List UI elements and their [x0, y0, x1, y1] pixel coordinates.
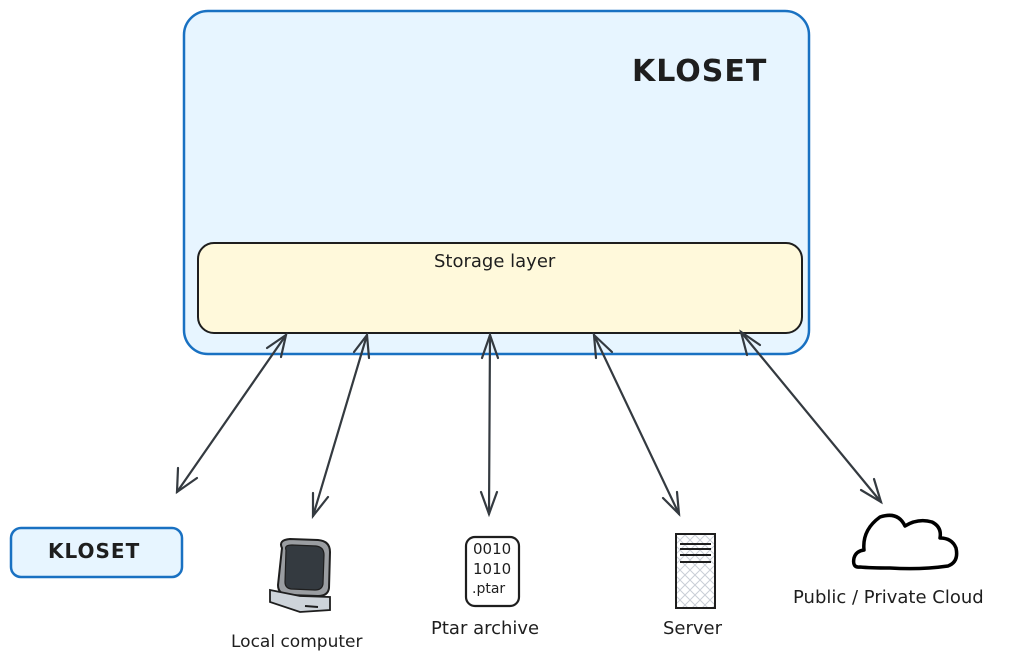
storage-layer-label: Storage layer [434, 251, 556, 272]
ptar-icon-line-1: 0010 [473, 540, 512, 558]
arrow-to-cloud [739, 329, 883, 505]
arrows [175, 329, 883, 520]
kloset-legend-box [9, 526, 184, 579]
storage-layer-box [197, 242, 803, 334]
server-label: Server [663, 618, 723, 639]
arrow-to-local-computer [311, 332, 371, 520]
kloset-legend-label: KLOSET [48, 539, 141, 563]
local-computer-label: Local computer [231, 632, 363, 652]
ptar-icon-line-3: .ptar [472, 581, 506, 597]
ptar-icon-line-2: 1010 [473, 560, 512, 578]
arrow-to-ptar-archive [479, 331, 500, 518]
kloset-title: KLOSET [632, 54, 768, 89]
arrow-to-kloset [175, 332, 288, 495]
arrow-to-server [592, 332, 681, 517]
ptar-file-icon [464, 535, 521, 608]
ptar-archive-label: Ptar archive [431, 618, 540, 639]
server-icon [675, 533, 716, 609]
cloud-icon [851, 513, 959, 571]
cloud-label: Public / Private Cloud [793, 587, 984, 608]
computer-icon [269, 537, 332, 613]
